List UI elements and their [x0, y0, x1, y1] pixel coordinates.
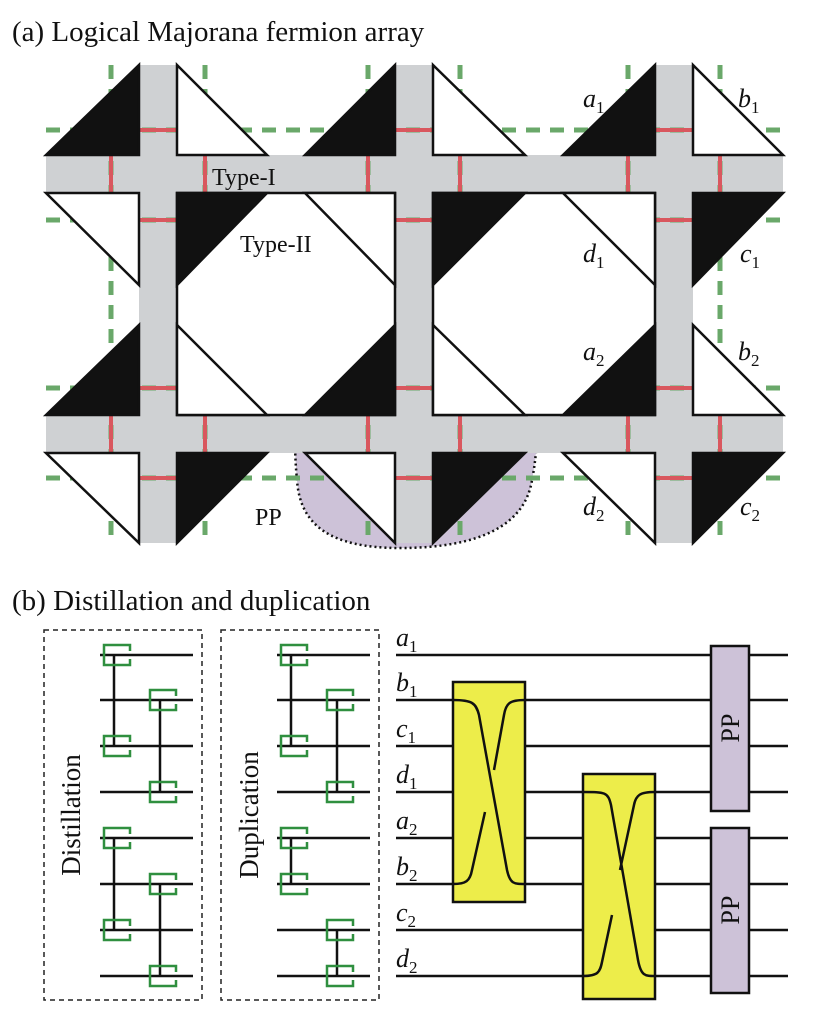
- third-row-triangles: [42, 321, 787, 417]
- majorana-array: Type-I Type-II PP a1 b1 d1 c1 a2 b2 d2 c2: [42, 61, 787, 550]
- duplication-gates: [277, 643, 370, 988]
- green-gate: [279, 734, 309, 758]
- site-label-b2: b2: [738, 337, 760, 370]
- second-row-triangles: [42, 191, 786, 289]
- wire-label-a2: a2: [396, 806, 418, 839]
- distillation-label: Distillation: [56, 754, 86, 876]
- panel-a-title: (a) Logical Majorana fermion array: [12, 16, 425, 48]
- site-label-d2: d2: [583, 492, 605, 525]
- circuit-wire-labels: a1 b1 c1 d1 a2 b2 c2 d2: [396, 623, 418, 977]
- green-gate: [148, 872, 178, 896]
- wire-label-d1: d1: [396, 760, 418, 793]
- green-gate: [148, 780, 178, 804]
- green-gate: [102, 734, 132, 758]
- type1-label: Type-I: [212, 165, 276, 191]
- pp-top-label: PP: [716, 714, 745, 743]
- green-gate: [325, 780, 355, 804]
- green-gate: [102, 918, 132, 942]
- green-gate: [102, 826, 132, 850]
- gray-channels: [46, 65, 783, 543]
- site-label-c2: c2: [740, 492, 760, 525]
- wire-label-a1: a1: [396, 623, 418, 656]
- site-label-d1: d1: [583, 239, 605, 272]
- site-label-a1: a1: [583, 84, 605, 117]
- bottom-row-triangles: [42, 451, 787, 547]
- green-gate: [148, 964, 178, 988]
- top-row-triangles: [42, 61, 787, 157]
- pp-box-top: PP: [709, 644, 751, 813]
- pp-label: PP: [255, 505, 282, 531]
- distillation-gates: [100, 643, 193, 988]
- wire-label-c1: c1: [396, 714, 416, 747]
- green-gate: [325, 964, 355, 988]
- wire-label-c2: c2: [396, 898, 416, 931]
- pp-box-bottom: PP: [709, 826, 751, 995]
- circuit: a1 b1 c1 d1 a2 b2 c2 d2 PP PP: [396, 623, 788, 1001]
- green-gate: [148, 688, 178, 712]
- green-gate: [279, 872, 309, 896]
- green-gate: [102, 643, 132, 667]
- site-label-a2: a2: [583, 337, 605, 370]
- duplication-box: Duplication: [220, 629, 380, 1001]
- green-gate: [325, 688, 355, 712]
- site-label-b1: b1: [738, 84, 760, 117]
- site-label-c1: c1: [740, 239, 760, 272]
- distillation-box: Distillation: [43, 629, 203, 1001]
- green-gate: [279, 643, 309, 667]
- pp-bottom-label: PP: [716, 896, 745, 925]
- swap-box-1: [451, 680, 527, 904]
- panel-b-title: (b) Distillation and duplication: [12, 585, 371, 617]
- wire-label-b2: b2: [396, 852, 418, 885]
- red-links: [109, 128, 722, 480]
- swap-box-2: [581, 772, 657, 1001]
- duplication-label: Duplication: [234, 751, 264, 879]
- type2-label: Type-II: [240, 232, 312, 258]
- wire-label-b1: b1: [396, 668, 418, 701]
- green-gate: [279, 826, 309, 850]
- array-site-labels: a1 b1 d1 c1 a2 b2 d2 c2: [583, 84, 760, 525]
- green-gate: [325, 918, 355, 942]
- wire-label-d2: d2: [396, 944, 418, 977]
